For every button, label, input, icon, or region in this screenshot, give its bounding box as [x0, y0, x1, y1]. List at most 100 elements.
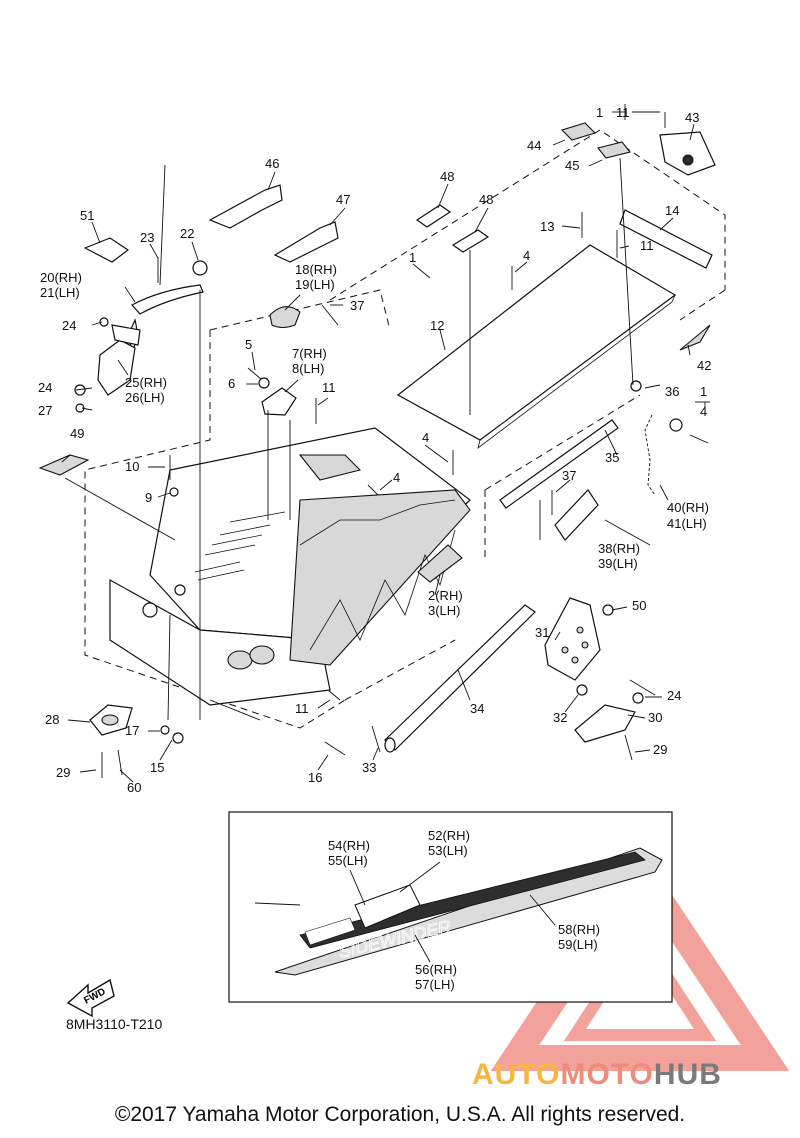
label-11c: 11 [322, 380, 336, 395]
label-11d: 11 [295, 701, 309, 716]
label-34: 34 [470, 701, 484, 716]
label-5: 5 [245, 337, 252, 352]
label-24b: 24 [38, 380, 52, 395]
pad-48a [415, 204, 452, 228]
label-31: 31 [535, 625, 549, 640]
watermark-part-1: AUTO [472, 1058, 561, 1091]
bracket-2 [417, 544, 463, 583]
footrest-30 [574, 704, 636, 743]
label-36: 36 [665, 384, 679, 399]
plate-47 [273, 221, 339, 263]
label-9: 9 [145, 490, 152, 505]
bracket-7 [261, 387, 297, 416]
plate-46 [208, 184, 283, 229]
bracket-42 [679, 324, 711, 351]
label-19: 19(LH) [295, 277, 335, 292]
leader-lines [61, 104, 710, 783]
label-10: 10 [125, 459, 139, 474]
label-60: 60 [127, 780, 141, 795]
label-25: 25(RH) [125, 375, 167, 390]
label-46: 46 [265, 156, 279, 171]
label-6: 6 [228, 376, 235, 391]
label-59: 59(LH) [558, 937, 598, 952]
label-17: 17 [125, 723, 139, 738]
bracket-38 [554, 489, 599, 541]
label-26: 26(LH) [125, 390, 165, 405]
label-11-top: 11 [616, 105, 630, 120]
copyright-notice: ©2017 Yamaha Motor Corporation, U.S.A. A… [114, 1103, 686, 1126]
label-3: 3(LH) [428, 603, 461, 618]
label-27: 27 [38, 403, 52, 418]
label-37a: 37 [350, 298, 364, 313]
label-1-right: 1 [700, 384, 707, 399]
label-12: 12 [430, 318, 444, 333]
label-21: 21(LH) [40, 285, 80, 300]
pad-44 [560, 122, 597, 141]
watermark-text: AUTOMOTOHUB [472, 1058, 722, 1092]
chain-40 [644, 414, 656, 496]
label-22: 22 [180, 226, 194, 241]
label-4c: 4 [422, 430, 429, 445]
label-4-right: 4 [700, 404, 707, 419]
boot-18 [269, 306, 301, 329]
label-16: 16 [308, 770, 322, 785]
label-18: 18(RH) [295, 262, 337, 277]
label-29a: 29 [56, 765, 70, 780]
label-33: 33 [362, 760, 376, 775]
watermark-part-3: HUB [653, 1058, 722, 1091]
pad-49 [38, 454, 90, 476]
label-49: 49 [70, 426, 84, 441]
label-23: 23 [140, 230, 154, 245]
label-13: 13 [540, 219, 554, 234]
bracket-31 [544, 597, 601, 681]
label-32: 32 [553, 710, 567, 725]
label-53: 53(LH) [428, 843, 468, 858]
bracket-14 [619, 209, 713, 269]
label-41: 41(LH) [667, 516, 707, 531]
label-43: 43 [685, 110, 699, 125]
nut-22 [192, 260, 208, 276]
label-42: 42 [697, 358, 711, 373]
label-1: 1 [409, 250, 416, 265]
label-7: 7(RH) [292, 346, 327, 361]
label-45: 45 [565, 158, 579, 173]
diagram-code: 8MH3110-T210 [66, 1016, 163, 1032]
label-4a: 4 [523, 248, 530, 263]
label-48a: 48 [440, 169, 454, 184]
label-55: 55(LH) [328, 853, 368, 868]
callout-labels: 1 11 43 44 45 46 48 47 48 14 51 13 23 22… [38, 105, 711, 992]
label-52: 52(RH) [428, 828, 470, 843]
label-29b: 29 [653, 742, 667, 757]
label-35: 35 [605, 450, 619, 465]
cover-51 [83, 237, 130, 263]
label-40: 40(RH) [667, 500, 709, 515]
label-1-top: 1 [596, 105, 603, 120]
label-54: 54(RH) [328, 838, 370, 853]
rail-35 [499, 419, 619, 509]
label-39: 39(LH) [598, 556, 638, 571]
watermark-part-2: MOTO [560, 1058, 654, 1091]
running-board [396, 244, 677, 449]
bar-34 [384, 604, 536, 753]
assembly-outlines [84, 129, 726, 729]
label-57: 57(LH) [415, 977, 455, 992]
label-48b: 48 [479, 192, 493, 207]
label-37b: 37 [562, 468, 576, 483]
bracket-43 [659, 131, 716, 176]
label-11b: 11 [640, 238, 654, 253]
label-38: 38(RH) [598, 541, 640, 556]
label-56: 56(RH) [415, 962, 457, 977]
pad-48b [451, 229, 490, 253]
label-28: 28 [45, 712, 59, 727]
label-15: 15 [150, 760, 164, 775]
label-8: 8(LH) [292, 361, 325, 376]
label-2: 2(RH) [428, 588, 463, 603]
bracket-20 [97, 284, 204, 396]
label-30: 30 [648, 710, 662, 725]
label-44: 44 [527, 138, 541, 153]
label-47: 47 [336, 192, 350, 207]
label-24c: 24 [667, 688, 681, 703]
guard-28 [89, 704, 133, 736]
tunnel-frame [109, 427, 471, 706]
